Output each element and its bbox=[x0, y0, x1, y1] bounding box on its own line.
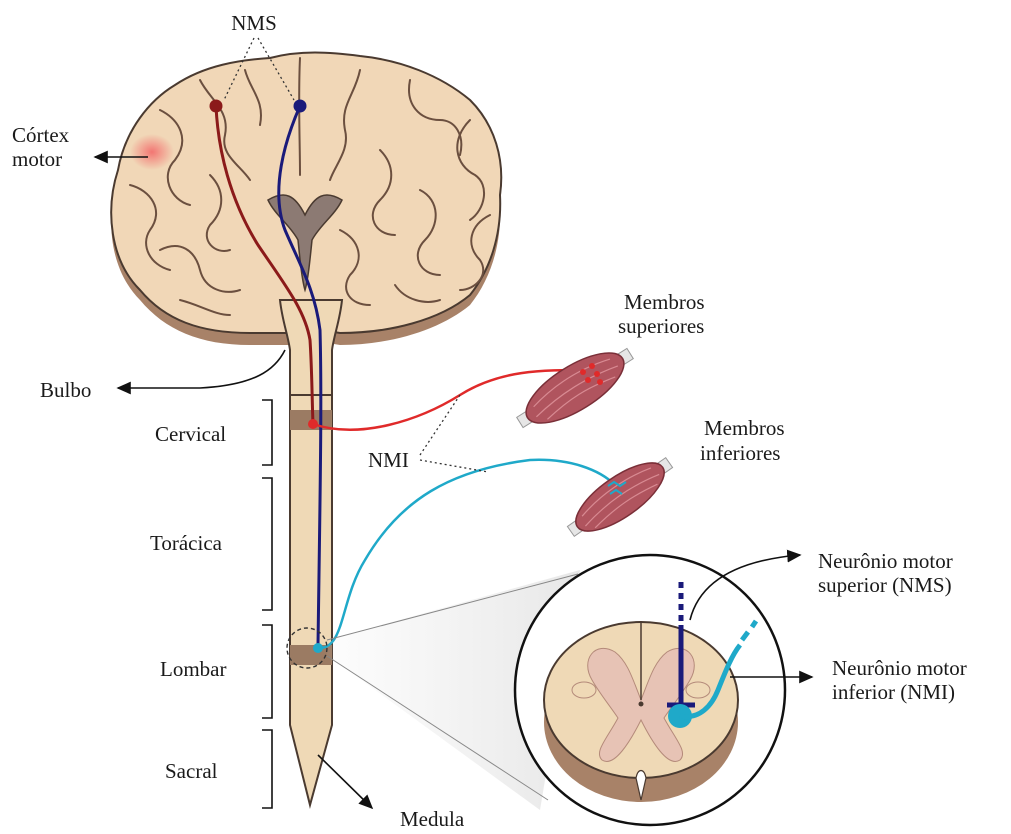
label-membros-inf-line1: Membros bbox=[704, 416, 785, 440]
label-nms-full-line1: Neurônio motor bbox=[818, 549, 953, 573]
label-bulbo: Bulbo bbox=[40, 378, 91, 402]
medula-arrow bbox=[318, 755, 372, 808]
bracket-cervical bbox=[262, 400, 272, 465]
brain-surface bbox=[111, 53, 501, 334]
gray-horn-detail bbox=[572, 682, 596, 698]
label-cervical: Cervical bbox=[155, 422, 226, 446]
gray-horn-detail-right bbox=[686, 682, 710, 698]
label-nms-full-line2: superior (NMS) bbox=[818, 573, 952, 597]
central-canal bbox=[639, 702, 644, 707]
spinal-cross-section bbox=[515, 555, 785, 825]
bracket-toracica bbox=[262, 478, 272, 610]
label-cortex-line2: motor bbox=[12, 147, 62, 171]
nmi-blue-soma bbox=[313, 643, 323, 653]
lower-limb-muscle bbox=[559, 446, 680, 548]
label-membros-sup-line2: superiores bbox=[618, 314, 704, 338]
label-medula: Medula bbox=[400, 807, 465, 831]
label-nms: NMS bbox=[231, 11, 277, 35]
segment-brackets bbox=[262, 400, 272, 808]
bulbo-label-arrow bbox=[118, 350, 285, 388]
nmi-red-soma bbox=[308, 419, 318, 429]
nms-red-soma bbox=[210, 100, 223, 113]
upper-limb-muscle bbox=[508, 335, 642, 441]
label-membros-inf-line2: inferiores bbox=[700, 441, 780, 465]
nms-blue-soma bbox=[294, 100, 307, 113]
label-membros-sup-line1: Membros bbox=[624, 290, 705, 314]
bracket-lombar bbox=[262, 625, 272, 718]
label-nmi-full-line2: inferior (NMI) bbox=[832, 680, 955, 704]
label-sacral: Sacral bbox=[165, 759, 218, 783]
spinal-cord-body bbox=[290, 395, 332, 805]
motor-cortex-highlight bbox=[130, 134, 174, 170]
label-lombar: Lombar bbox=[160, 657, 226, 681]
nmi-pointers bbox=[420, 395, 488, 472]
label-toracica: Torácica bbox=[150, 531, 223, 555]
bracket-sacral bbox=[262, 730, 272, 808]
label-nmi-full-line1: Neurônio motor bbox=[832, 656, 967, 680]
label-cortex-line1: Córtex bbox=[12, 123, 70, 147]
label-nmi: NMI bbox=[368, 448, 409, 472]
spinal-cord bbox=[290, 395, 372, 808]
